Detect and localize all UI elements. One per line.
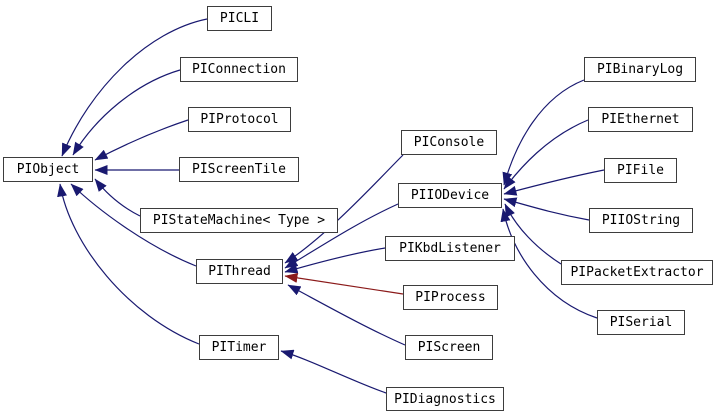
edge-pithread-to-piobject <box>70 183 197 267</box>
edge-picli-to-piobject <box>61 18 208 157</box>
edge-piethernet-to-piiodevice <box>503 119 589 190</box>
edge-piprocess-to-pithread <box>284 272 404 295</box>
node-piscreen[interactable]: PIScreen <box>405 335 493 360</box>
edge-pifile-to-piiodevice <box>503 169 605 196</box>
class-name: PIThread <box>208 264 271 279</box>
node-piiodevice[interactable]: PIIODevice <box>398 183 502 208</box>
node-pitimer[interactable]: PITimer <box>199 335 279 360</box>
edge-piscreen-to-pithread <box>287 284 406 346</box>
class-name: PIBinaryLog <box>596 62 684 77</box>
node-piprotocol[interactable]: PIProtocol <box>188 107 291 132</box>
node-piethernet[interactable]: PIEthernet <box>588 107 693 132</box>
class-name: PIConsole <box>413 135 485 150</box>
class-name: PIEthernet <box>601 112 680 127</box>
node-pikbdlistener[interactable]: PIKbdListener <box>385 236 515 261</box>
class-name: PIPacketExtractor <box>570 265 704 280</box>
node-piserial[interactable]: PISerial <box>597 310 685 335</box>
class-name: PIIODevice <box>410 188 490 203</box>
edge-pitimer-to-piobject <box>57 183 200 345</box>
class-name: PIConnection <box>192 62 286 77</box>
node-pithread[interactable]: PIThread <box>196 259 283 284</box>
edge-piconsole-to-pithread <box>284 154 404 264</box>
node-piprocess[interactable]: PIProcess <box>403 285 498 310</box>
node-piscreentile[interactable]: PIScreenTile <box>179 157 299 182</box>
class-name: PIKbdListener <box>399 241 501 256</box>
edge-piserial-to-piiodevice <box>500 208 598 319</box>
node-picli[interactable]: PICLI <box>207 6 272 31</box>
edge-piiostring-to-piiodevice <box>503 197 590 221</box>
class-name: PIProcess <box>415 290 486 305</box>
edge-pistatemachine-to-piobject <box>94 178 141 217</box>
node-piiostring[interactable]: PIIOString <box>589 208 693 233</box>
node-piconnection[interactable]: PIConnection <box>180 57 298 82</box>
edge-pikbdlistener-to-pithread <box>284 247 386 274</box>
node-pistatemachine[interactable]: PIStateMachine< Type > <box>140 208 338 233</box>
edge-piiodevice-to-pithread <box>284 203 399 269</box>
edge-piprotocol-to-piobject <box>94 119 189 161</box>
node-pidiagnostics[interactable]: PIDiagnostics <box>386 387 504 411</box>
class-name: PIObject <box>16 162 80 177</box>
class-name: PIProtocol <box>200 112 279 127</box>
edge-piconnection-to-piobject <box>72 69 181 156</box>
class-name: PIScreen <box>417 340 481 355</box>
class-name: PIDiagnostics <box>394 391 496 407</box>
class-name: PICLI <box>219 11 260 26</box>
class-name: PIFile <box>617 163 664 178</box>
node-pipacketextractor[interactable]: PIPacketExtractor <box>561 260 713 285</box>
edge-pidiagnostics-to-pitimer <box>280 349 387 394</box>
node-piconsole[interactable]: PIConsole <box>401 130 497 155</box>
class-name: PITimer <box>211 340 267 355</box>
node-pibinarylog[interactable]: PIBinaryLog <box>584 57 696 82</box>
node-pifile[interactable]: PIFile <box>604 158 677 183</box>
node-piobject[interactable]: PIObject <box>3 157 93 182</box>
class-name: PIScreenTile <box>192 162 286 177</box>
class-name: PIStateMachine< Type > <box>152 213 326 228</box>
class-name: PIIOString <box>601 213 681 228</box>
edge-pibinarylog-to-piiodevice <box>502 79 585 186</box>
class-name: PISerial <box>609 315 673 330</box>
